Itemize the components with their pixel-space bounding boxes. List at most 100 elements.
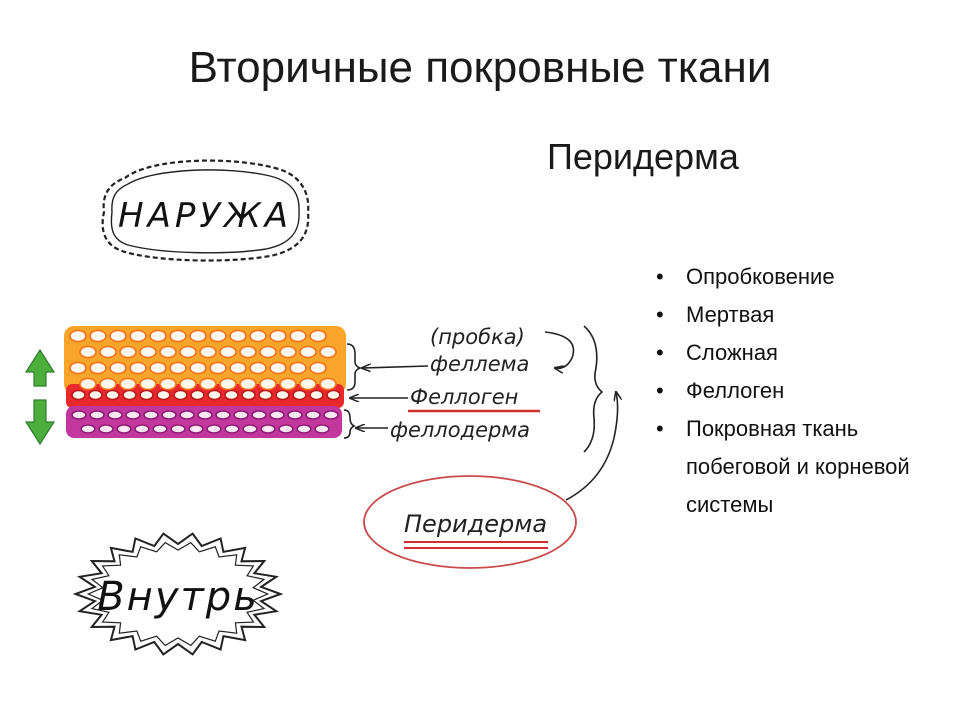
cell xyxy=(188,424,204,434)
cell xyxy=(239,377,257,391)
cell xyxy=(129,329,147,343)
phellogen-layer xyxy=(66,384,344,408)
cell xyxy=(107,410,123,420)
cell xyxy=(269,410,285,420)
phellem-cells xyxy=(69,329,337,391)
cell xyxy=(134,424,150,434)
arrow-to-phellem xyxy=(362,366,429,368)
phelloderm-label: феллодерма xyxy=(390,418,530,442)
cell xyxy=(260,424,276,434)
bullet-list: Опробковение Мертвая Сложная Феллоген По… xyxy=(656,258,956,524)
cell xyxy=(105,389,120,401)
cell xyxy=(275,389,290,401)
cell xyxy=(269,361,287,375)
periderm-label: Перидерма xyxy=(404,510,547,538)
cell xyxy=(206,424,222,434)
cell xyxy=(299,345,317,359)
cell xyxy=(149,329,167,343)
cell xyxy=(241,389,256,401)
cell xyxy=(209,329,227,343)
cloud-outline xyxy=(101,159,310,262)
cell xyxy=(199,377,217,391)
cell xyxy=(89,410,105,420)
cell xyxy=(259,377,277,391)
cell xyxy=(319,377,337,391)
cell xyxy=(309,361,327,375)
cell xyxy=(190,389,205,401)
periderm-oval xyxy=(363,475,577,569)
cell xyxy=(69,361,87,375)
cell xyxy=(229,329,247,343)
cell xyxy=(79,345,97,359)
cell xyxy=(119,345,137,359)
cell xyxy=(89,361,107,375)
cell xyxy=(224,424,240,434)
cell xyxy=(326,389,341,401)
cell xyxy=(109,329,127,343)
cell xyxy=(215,410,231,420)
cell xyxy=(296,424,312,434)
cell xyxy=(116,424,132,434)
phelloderm-cells xyxy=(71,410,339,434)
cell xyxy=(173,389,188,401)
cell xyxy=(122,389,137,401)
cell xyxy=(109,361,127,375)
cell xyxy=(80,424,96,434)
inside-label: Внутрь xyxy=(97,574,259,620)
cell xyxy=(189,329,207,343)
outside-cloud: НАРУЖА xyxy=(101,159,310,262)
cell xyxy=(88,389,103,401)
cell xyxy=(159,345,177,359)
cell xyxy=(170,424,186,434)
cell xyxy=(143,410,159,420)
phellem-layer xyxy=(64,326,346,394)
bullet-item: Мертвая xyxy=(656,296,956,334)
cell xyxy=(224,389,239,401)
periderm-arrow xyxy=(565,392,618,501)
outside-label: НАРУЖА xyxy=(118,196,292,236)
cell xyxy=(299,377,317,391)
cell xyxy=(199,345,217,359)
cell xyxy=(278,424,294,434)
cell xyxy=(259,345,277,359)
cell xyxy=(279,345,297,359)
cell xyxy=(139,345,157,359)
phellem-label: феллема xyxy=(430,352,529,376)
brace-phellem xyxy=(346,343,363,391)
bullet-item: Покровная ткань побеговой и корневой сис… xyxy=(656,410,956,524)
cell xyxy=(289,329,307,343)
bullet-item: Сложная xyxy=(656,334,956,372)
big-brace xyxy=(583,325,604,453)
cell xyxy=(69,329,87,343)
cell xyxy=(189,361,207,375)
cell xyxy=(98,424,114,434)
cell xyxy=(129,361,147,375)
cell xyxy=(251,410,267,420)
cell xyxy=(309,389,324,401)
cell xyxy=(179,345,197,359)
bullet-item: Опробковение xyxy=(656,258,956,296)
arrow-down-icon xyxy=(24,399,56,446)
cell xyxy=(139,389,154,401)
burst-inner-outline xyxy=(86,541,270,647)
slide-subtitle: Перидерма xyxy=(547,136,739,177)
cell xyxy=(279,377,297,391)
tissue-layers xyxy=(64,326,346,438)
brace-phelloderm xyxy=(343,409,356,439)
cell xyxy=(159,377,177,391)
cell xyxy=(161,410,177,420)
bullet-item: Феллоген xyxy=(656,372,956,410)
burst-outline xyxy=(72,532,284,656)
cell xyxy=(179,377,197,391)
cell xyxy=(323,410,339,420)
cell xyxy=(156,389,171,401)
inside-burst: Внутрь xyxy=(72,532,284,656)
cell xyxy=(71,389,86,401)
cell xyxy=(249,361,267,375)
cell xyxy=(125,410,141,420)
cell xyxy=(305,410,321,420)
cloud-inner-outline xyxy=(110,169,300,254)
cell xyxy=(319,345,337,359)
cell xyxy=(71,410,87,420)
